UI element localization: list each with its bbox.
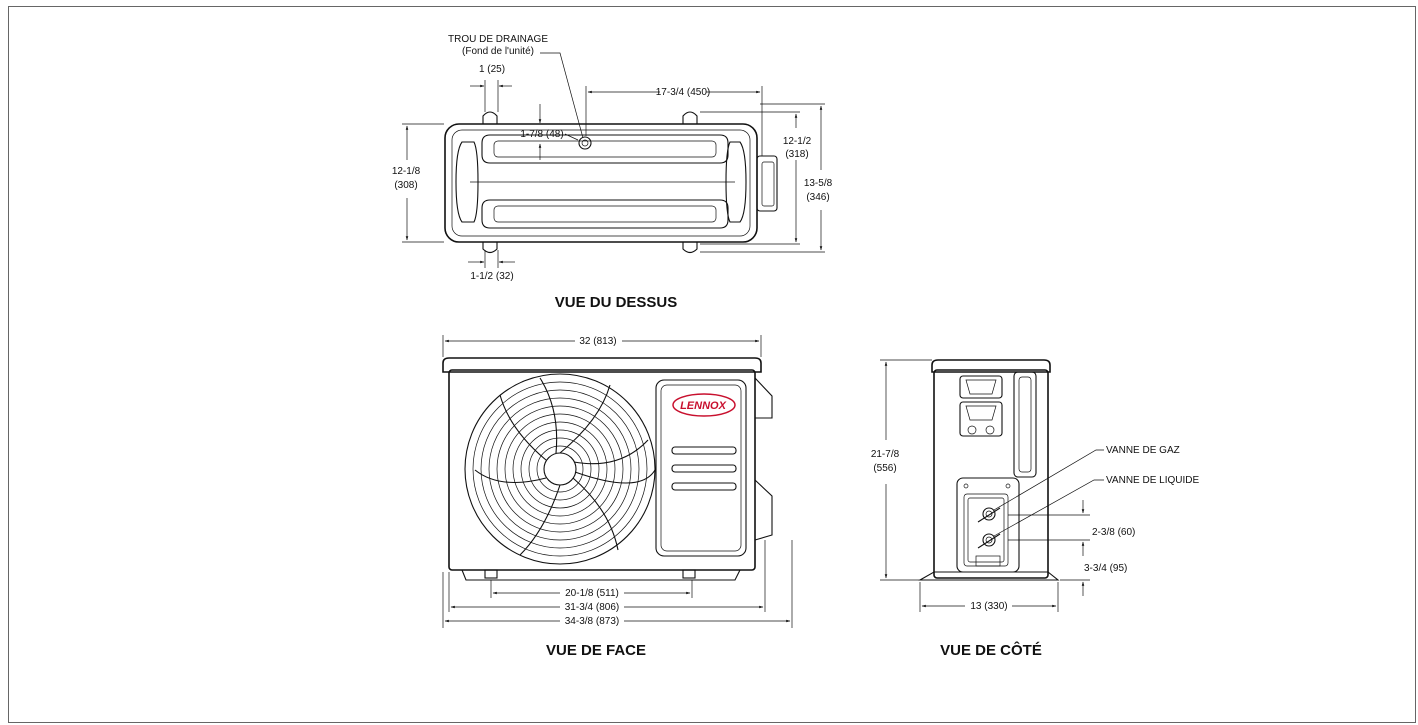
brand-logo: LENNOX bbox=[672, 393, 736, 417]
view-title-top: VUE DU DESSUS bbox=[555, 294, 678, 311]
dim-drain-depth: 1-7/8 (48) bbox=[520, 129, 563, 140]
dim-body-width: 31-3/4 (806) bbox=[565, 602, 619, 613]
dim-body-depth-mm: (308) bbox=[394, 180, 417, 191]
side-view: VANNE DE GAZ VANNE DE LIQUIDE 21-7/8 (55… bbox=[871, 359, 1199, 659]
gas-valve-label: VANNE DE GAZ bbox=[1106, 445, 1180, 456]
dim-tab-width: 1 (25) bbox=[479, 64, 505, 75]
side-view-body bbox=[933, 369, 1049, 579]
view-title-side: VUE DE CÔTÉ bbox=[940, 641, 1042, 659]
view-title-front: VUE DE FACE bbox=[546, 642, 646, 659]
dim-depth-a: 12-1/2 bbox=[783, 136, 812, 147]
fan-guard-icon bbox=[464, 373, 656, 565]
dim-valve-height: 3-3/4 (95) bbox=[1084, 563, 1127, 574]
svg-text:LENNOX: LENNOX bbox=[680, 400, 727, 412]
liquid-valve-label: VANNE DE LIQUIDE bbox=[1106, 475, 1199, 486]
top-view-body bbox=[444, 123, 758, 243]
drain-hole-sublabel: (Fond de l'unité) bbox=[462, 46, 534, 57]
front-view-body bbox=[448, 369, 756, 571]
drain-hole-label: TROU DE DRAINAGE bbox=[448, 34, 548, 45]
liquid-valve-icon bbox=[977, 533, 1001, 549]
drawing-frame bbox=[8, 6, 1416, 723]
dim-cap-width: 32 (813) bbox=[579, 336, 616, 347]
dim-side-depth: 13 (330) bbox=[970, 601, 1007, 612]
gas-valve-icon bbox=[977, 507, 1001, 523]
top-view: TROU DE DRAINAGE (Fond de l'unité) 1 (25… bbox=[392, 34, 833, 311]
dim-bottom-tab: 1-1/2 (32) bbox=[470, 271, 513, 282]
dim-overall-width: 34-3/8 (873) bbox=[565, 616, 619, 627]
front-view: LENNOX 32 (813) 20-1/8 (511) 31-3/4 (806… bbox=[442, 335, 793, 659]
dim-depth-b-mm: (346) bbox=[806, 192, 829, 203]
dim-valve-spacing: 2-3/8 (60) bbox=[1092, 527, 1135, 538]
dim-feet-spacing: 20-1/8 (511) bbox=[565, 588, 619, 599]
dim-body-depth: 12-1/8 bbox=[392, 166, 421, 177]
dim-height: 21-7/8 bbox=[871, 449, 900, 460]
dim-drain-offset: 17-3/4 (450) bbox=[656, 87, 710, 98]
dim-depth-b: 13-5/8 bbox=[804, 178, 833, 189]
dim-height-mm: (556) bbox=[873, 463, 896, 474]
drain-hole-icon bbox=[578, 136, 592, 150]
dim-depth-a-mm: (318) bbox=[785, 149, 808, 160]
